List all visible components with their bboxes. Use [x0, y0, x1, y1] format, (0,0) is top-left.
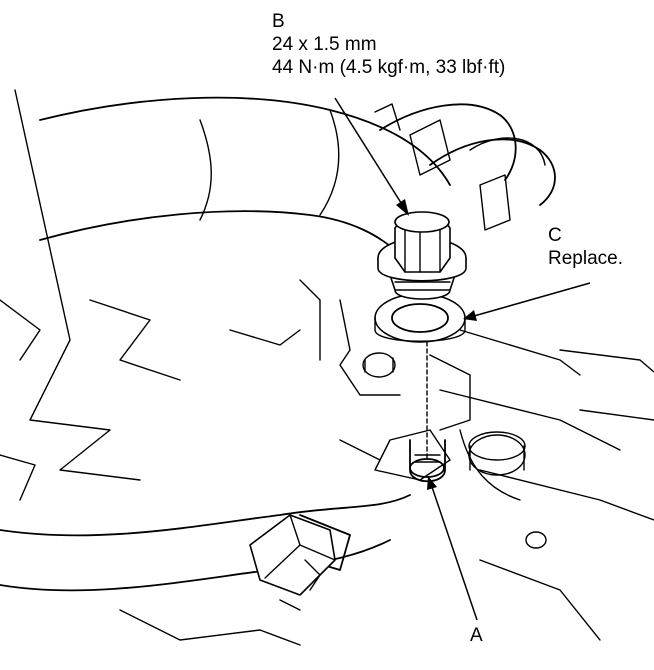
- left-frame: [0, 89, 301, 501]
- upper-hose: [39, 96, 451, 256]
- callout-b: B 24 x 1.5 mm 44 N·m (4.5 kgf·m, 33 lbf·…: [272, 10, 505, 79]
- callout-c-letter: C: [548, 225, 562, 246]
- lower-hose: [0, 494, 601, 646]
- callout-c: C Replace.: [548, 224, 623, 270]
- leader-lines: [334, 97, 591, 621]
- callout-b-letter: B: [272, 11, 285, 32]
- sealing-washer: [374, 293, 466, 343]
- housing-block: [299, 279, 654, 549]
- callout-c-note: Replace.: [548, 248, 623, 269]
- callout-b-size: 24 x 1.5 mm: [272, 34, 377, 55]
- callout-a-letter: A: [470, 625, 483, 646]
- callout-b-torque: 44 N·m (4.5 kgf·m, 33 lbf·ft): [272, 57, 506, 78]
- callout-a: A: [470, 624, 483, 647]
- right-hoses: [374, 103, 556, 231]
- drain-bolt: [377, 211, 467, 300]
